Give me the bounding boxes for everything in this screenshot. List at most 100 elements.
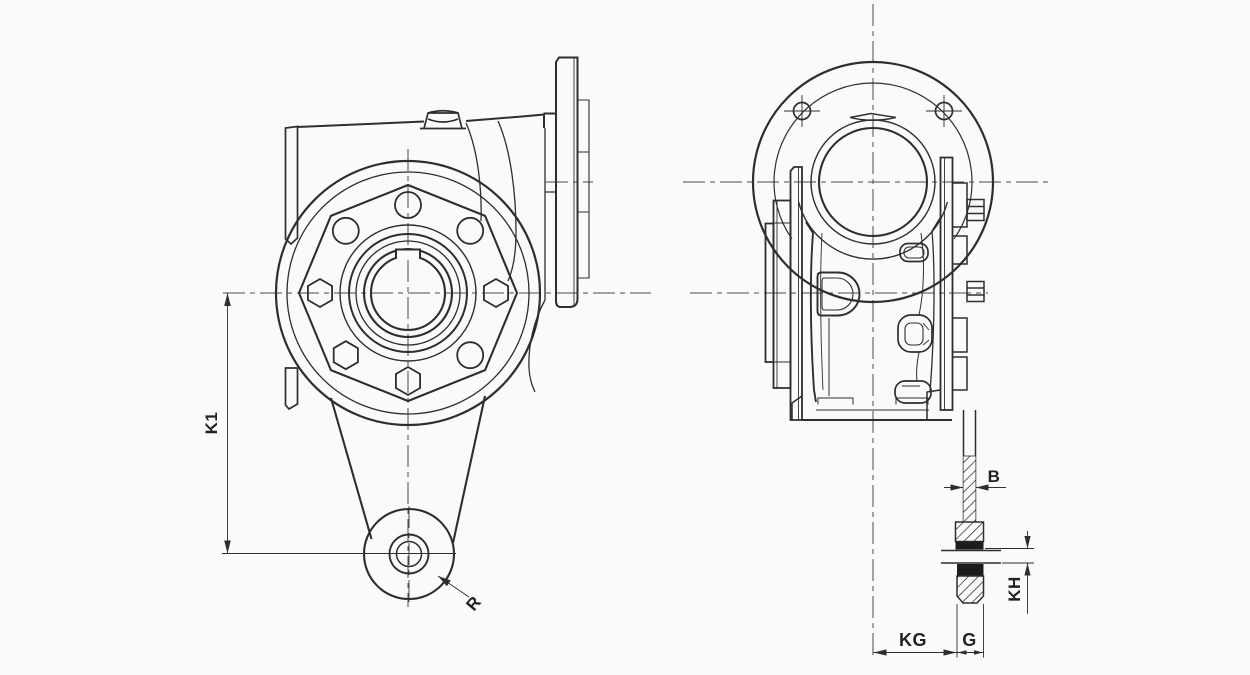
hub-ring-2 <box>348 233 468 353</box>
upper-washer <box>955 541 984 550</box>
gear-housing-front <box>274 159 542 427</box>
plug-mid-right-facets <box>922 322 930 346</box>
bell-lower-arc <box>797 201 949 260</box>
plate-c <box>764 222 775 363</box>
dimension-label-kh: KH <box>1005 576 1024 602</box>
flange-octagon-outline <box>297 183 519 403</box>
kg-arrow-right <box>943 649 957 656</box>
upper-bushing <box>954 521 985 543</box>
hub-ring-3 <box>355 240 461 346</box>
arm-plate-edge-lines <box>941 549 1001 564</box>
front-view: K1 R <box>202 56 651 614</box>
side-cover-edge <box>284 125 299 411</box>
b-arrow-left <box>950 484 964 491</box>
dimension-label-b: B <box>988 467 1001 486</box>
input-flange-back-boss <box>578 99 590 279</box>
housing-ribs <box>465 120 556 393</box>
dimension-g: G <box>957 630 984 655</box>
housing-outer-circle <box>274 159 542 427</box>
plug-top-right-outer <box>899 242 929 263</box>
plug-bottom-right-facets <box>902 385 920 399</box>
torque-arm-front <box>329 395 487 601</box>
side-cover-lower <box>284 367 299 411</box>
keyway-mask <box>395 249 421 259</box>
bolt-nut-lower-left <box>332 340 359 371</box>
kg-arrow-left <box>873 649 887 656</box>
dimension-label-k1: K1 <box>202 412 221 435</box>
bolt-hole-top <box>394 191 422 219</box>
cover-bolt-2 <box>966 280 985 303</box>
worm-cover-edge-plates <box>939 156 985 411</box>
flange-bore-circle <box>817 126 929 238</box>
worm-housing-body <box>297 109 556 393</box>
plate-d <box>939 156 954 411</box>
dimension-b: B <box>944 467 1006 491</box>
plug-mid-right-inner <box>904 322 924 346</box>
cover-bolt-1 <box>966 198 985 222</box>
g-arrow-left <box>957 650 967 655</box>
hub-ring-1 <box>339 224 477 362</box>
kh-extension-lines <box>985 548 1034 564</box>
flange-outer-circle <box>751 60 995 304</box>
input-flange-outline <box>555 56 579 308</box>
plug-top-right-inner <box>903 246 925 259</box>
keyway-outline <box>395 248 421 259</box>
rod-extension-lines <box>956 604 984 658</box>
output-flange-octagon <box>297 183 519 403</box>
rod-threaded-hatch <box>963 456 976 522</box>
arm-end-hole-inner <box>395 540 423 568</box>
housing-top-outline <box>297 112 556 128</box>
kh-arrow-up <box>1024 563 1031 576</box>
dimension-kh: KH <box>985 531 1034 614</box>
dimension-kg: KG <box>873 630 957 656</box>
output-flange-edge-plates <box>764 166 803 421</box>
plate-b <box>772 199 792 389</box>
oil-plug-d-outer <box>816 271 861 317</box>
output-bore-keyway <box>339 224 477 362</box>
flange-top-boss <box>849 112 897 121</box>
plug-bottom-right-outer <box>894 380 932 404</box>
r-leader-arrow <box>438 576 451 587</box>
torque-arm-edges <box>329 395 487 544</box>
k1-arrow-top <box>224 293 231 306</box>
k1-arrow-bottom <box>224 540 231 554</box>
front-view-centerlines <box>223 149 651 607</box>
bolt-holes <box>306 191 510 397</box>
input-flange-edge <box>555 56 590 308</box>
oil-plug-d-inner <box>821 277 854 311</box>
body-inner-left-line <box>820 232 824 391</box>
oil-plugs <box>816 242 933 404</box>
side-cover-upper <box>284 125 299 246</box>
side-view-centerlines <box>683 4 1052 657</box>
input-flange-face <box>751 60 995 304</box>
dimension-label-r: R <box>462 592 485 614</box>
arm-end-hole-outer <box>388 533 430 575</box>
bolt-nut-bottom <box>394 365 422 397</box>
plug-mid-right-outer <box>897 314 933 353</box>
side-view: B KH KG G <box>683 4 1052 658</box>
lower-washer <box>957 564 984 576</box>
dimension-k1: K1 <box>202 293 456 554</box>
flange-inner-arc <box>773 82 973 240</box>
bolt-nut-right <box>482 277 510 309</box>
g-arrow-right <box>974 650 983 655</box>
flange-bolt-hole-ticks <box>784 95 962 127</box>
dimension-label-kg: KG <box>899 630 927 650</box>
bolt-hole-lower-right <box>456 341 485 370</box>
cover-step-blocks <box>952 182 968 391</box>
body-connect-curves <box>828 232 924 396</box>
b-arrow-right <box>975 484 989 491</box>
arm-end-boss <box>362 507 456 601</box>
torque-arm-rod-assembly <box>941 410 1001 658</box>
dimension-r: R <box>437 575 485 614</box>
housing-rim-circle <box>286 171 530 415</box>
lower-bushing <box>956 575 985 604</box>
bolt-nut-left <box>306 277 334 309</box>
plate-b-detail <box>773 200 791 388</box>
bolt-hole-upper-right <box>456 216 485 245</box>
body-right-edge <box>929 217 941 393</box>
kh-arrow-down <box>1024 536 1031 549</box>
dimension-label-g: G <box>962 630 977 650</box>
bolt-hole-upper-left <box>331 216 360 245</box>
